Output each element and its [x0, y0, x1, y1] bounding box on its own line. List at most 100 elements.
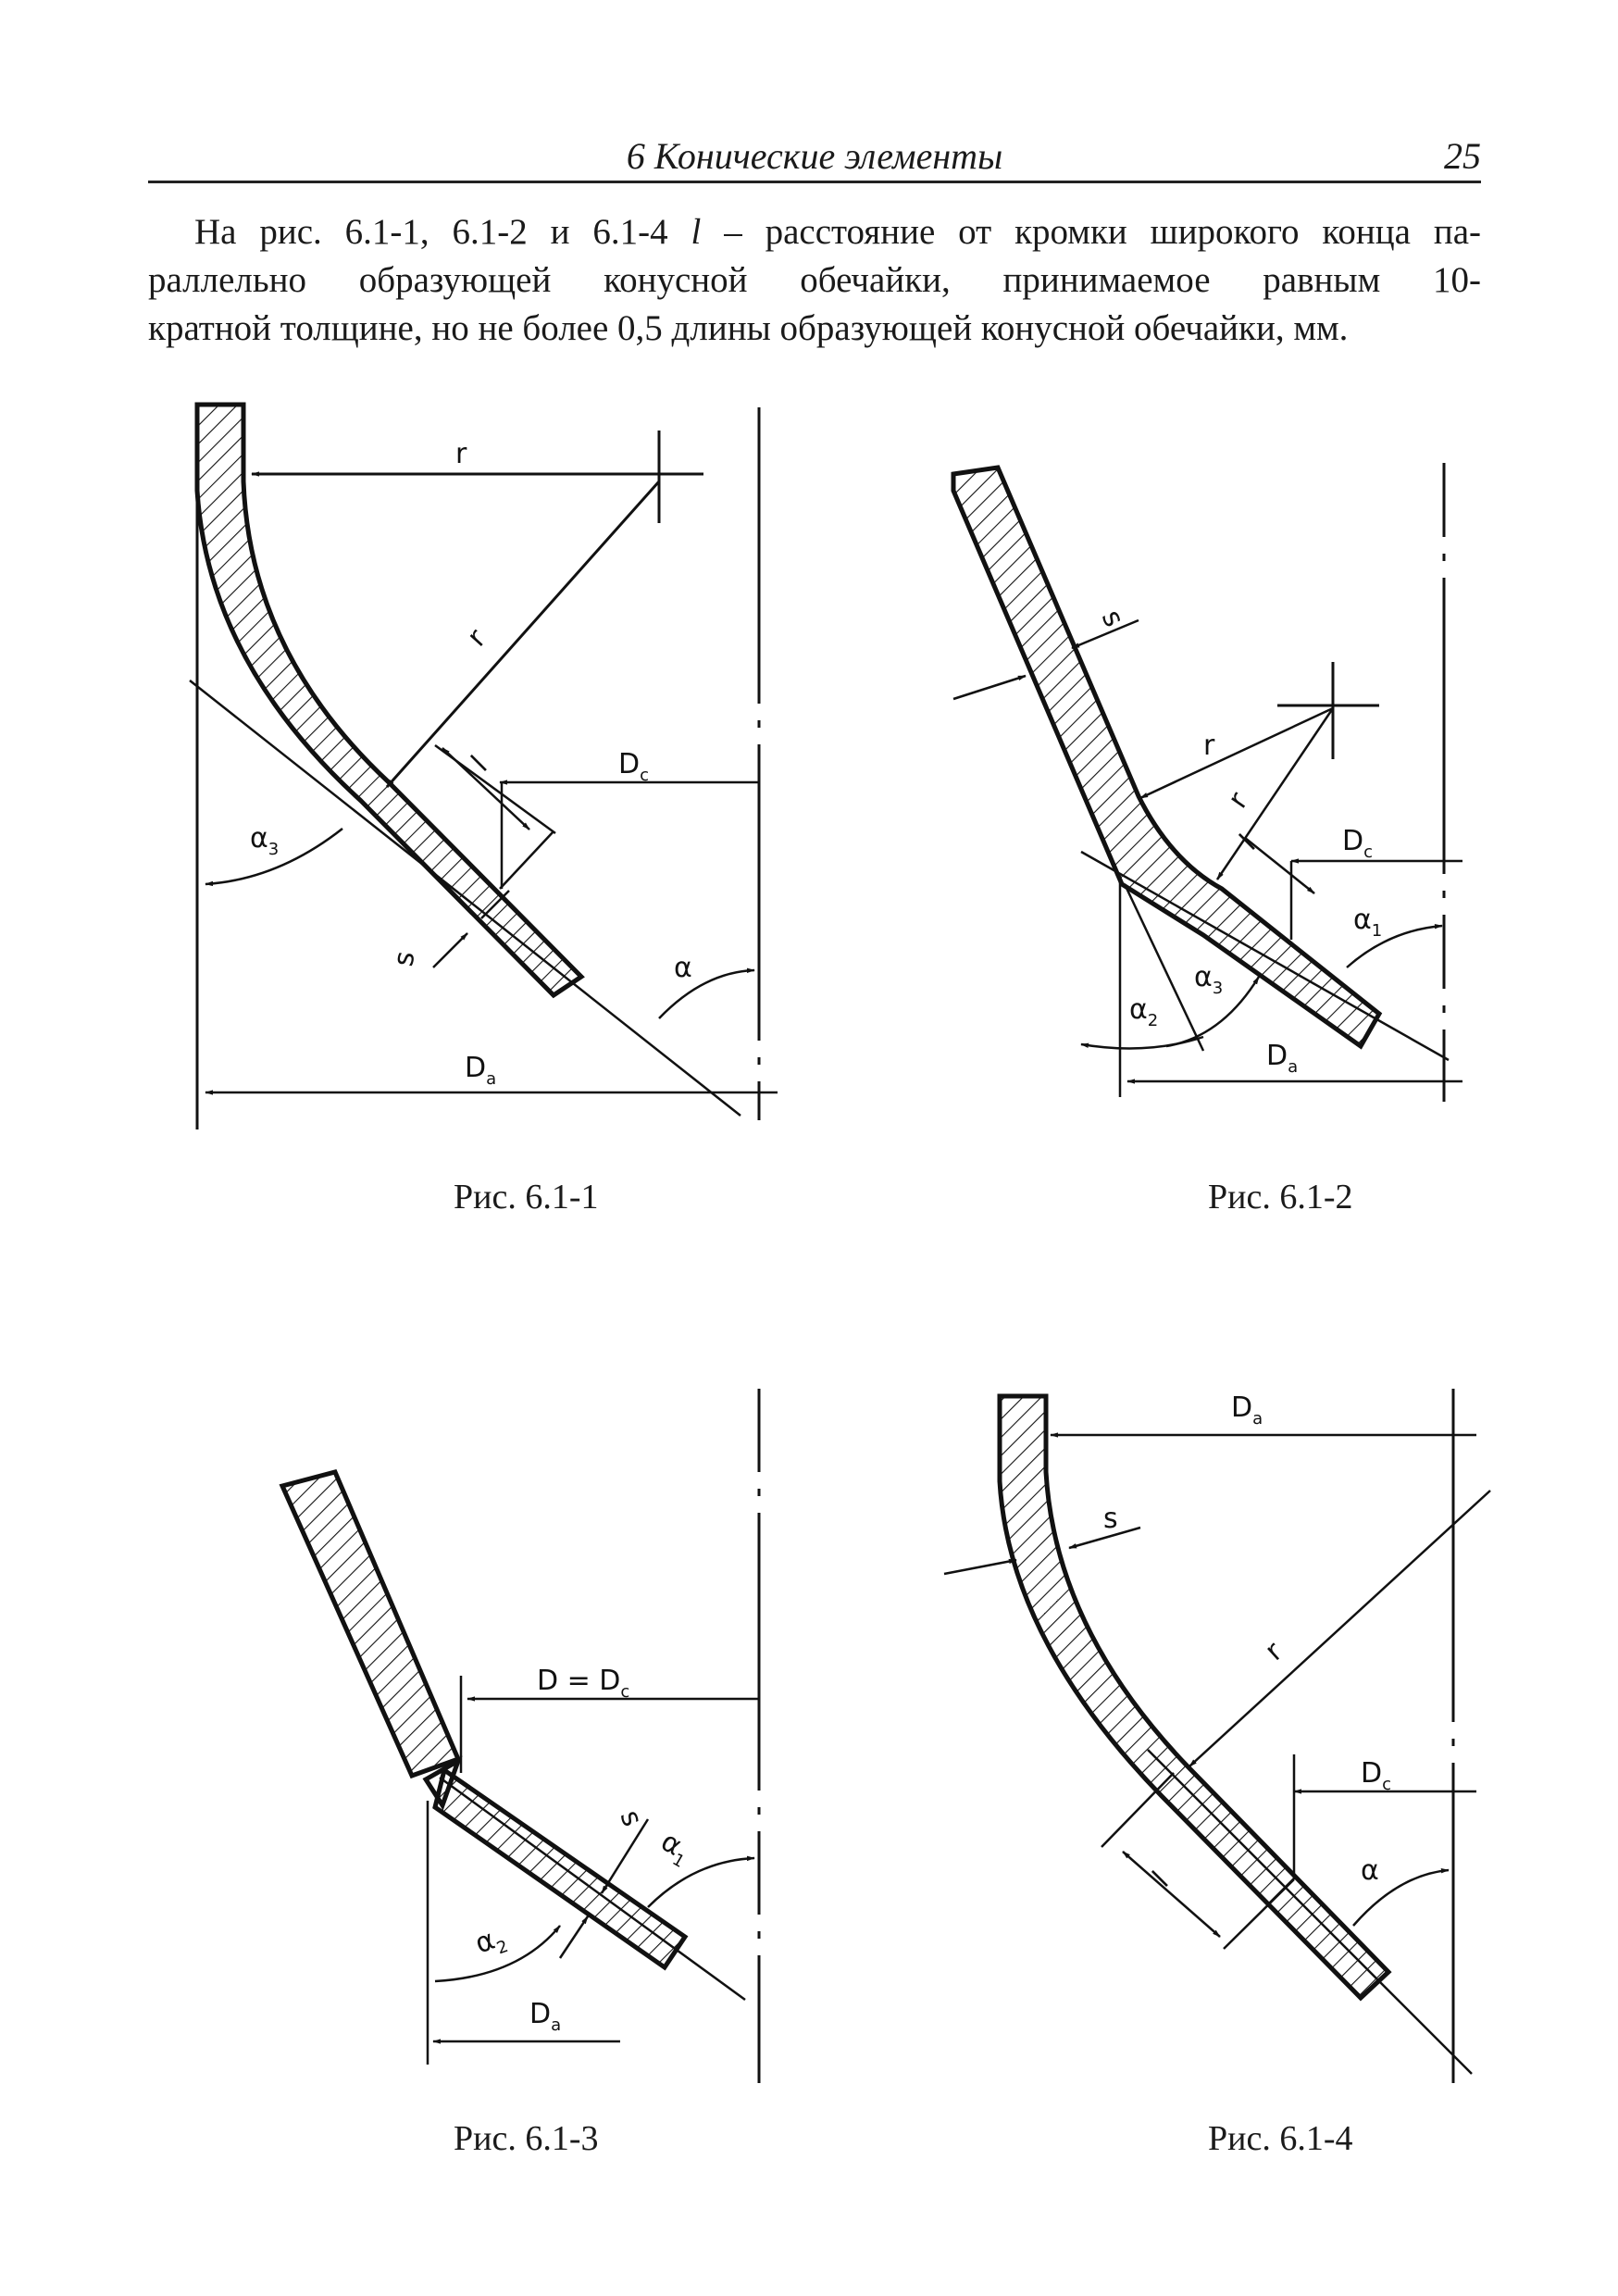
figure-6-1-3: D = Dc s α1 α2 Da Рис. 6.1-3 — [279, 1389, 761, 2158]
label-da-main: D — [1266, 1040, 1288, 1072]
page-number: 25 — [1444, 135, 1481, 177]
dim-r — [1189, 1490, 1491, 1767]
label-dc: Dc — [1361, 1757, 1391, 1794]
label-alpha2-sub: 2 — [494, 1937, 511, 1959]
symbol-l: l — [691, 212, 702, 252]
ext-alpha2 — [1123, 883, 1205, 1052]
label-alpha2: α2 — [1129, 993, 1158, 1030]
label-alpha1: α1 — [653, 1826, 697, 1872]
label-alpha2-sub: 2 — [1148, 1011, 1158, 1030]
label-alpha: α — [674, 952, 692, 984]
paragraph-text: На рис. 6.1-1, 6.1-2 и 6.1-4 — [194, 212, 668, 252]
paragraph-line-2: раллельно образующей конусной обечайки, … — [148, 260, 1481, 300]
label-d-dc-sub: c — [620, 1682, 629, 1702]
label-alpha3-sub: 3 — [1213, 979, 1223, 998]
label-d-dc-main: D = D — [537, 1665, 620, 1697]
label-alpha: α — [1361, 1854, 1379, 1887]
label-da: Da — [1266, 1040, 1298, 1077]
caption: Рис. 6.1-4 — [1208, 2119, 1353, 2158]
label-da-sub: a — [1288, 1057, 1298, 1077]
label-alpha2-main: α — [1129, 993, 1148, 1026]
label-r1: r — [1203, 730, 1215, 762]
dim-r-diag — [385, 480, 661, 788]
label-r-diag: r — [461, 622, 493, 653]
label-r: r — [1259, 1635, 1289, 1667]
label-alpha3-main: α — [1194, 961, 1213, 993]
label-da-main: D — [1231, 1391, 1252, 1424]
dim-s-2 — [1068, 1526, 1141, 1550]
shell-section — [194, 402, 585, 999]
label-dc-main: D — [1342, 825, 1363, 857]
dim-r1 — [1139, 706, 1334, 800]
label-alpha1-sub: 1 — [1372, 921, 1382, 941]
label-l: l — [1147, 1866, 1176, 1894]
dim-s — [432, 932, 468, 968]
angle-alpha1 — [1346, 924, 1443, 968]
section-title: 6 Конические элементы — [626, 135, 1003, 177]
angle-alpha3 — [205, 828, 343, 887]
shell-section — [997, 1393, 1392, 2002]
label-alpha1-main: α — [1353, 904, 1372, 936]
angle-alpha2 — [434, 1925, 561, 1983]
dim-s-2 — [558, 1915, 590, 1959]
paragraph-line-3: кратной толщине, но не более 0,5 длины о… — [148, 308, 1349, 348]
dim-s-2 — [480, 890, 510, 919]
body-paragraph: На рис. 6.1-1, 6.1-2 и 6.1-4 l – расстоя… — [148, 208, 1481, 353]
label-s: s — [387, 949, 421, 968]
dim-r2 — [1215, 707, 1335, 880]
angle-alpha1 — [647, 1855, 755, 1908]
label-dc-sub: c — [640, 766, 649, 785]
label-dc-main: D — [1361, 1757, 1382, 1790]
weld-joint — [422, 1755, 463, 1811]
dim-l — [1122, 1851, 1221, 1938]
dim-l — [442, 747, 530, 830]
paragraph-text: – расстояние от кромки широкого конца па… — [724, 212, 1481, 252]
dim-s-1 — [943, 1558, 1017, 1576]
caption: Рис. 6.1-2 — [1208, 1178, 1353, 1217]
shell-upper-section — [279, 1469, 462, 1779]
label-da: Da — [465, 1052, 496, 1089]
shell-lower-section — [432, 1766, 689, 1971]
label-r2: r — [1222, 786, 1255, 815]
ext-l-1 — [1101, 1772, 1175, 1848]
cone-extension-line — [1080, 850, 1450, 1062]
caption: Рис. 6.1-1 — [454, 1178, 599, 1217]
label-r-top: r — [455, 438, 467, 470]
shell-section — [951, 465, 1383, 1050]
label-alpha3-sub: 3 — [268, 840, 279, 859]
label-alpha3: α3 — [250, 822, 279, 859]
label-da-main: D — [529, 1998, 551, 2030]
label-da: Da — [1231, 1391, 1263, 1429]
page-header: 6 Конические элементы 25 — [148, 134, 1481, 183]
figure-6-1-1: r r l Dc s α3 α Da Рис. 6.1-1 — [189, 402, 778, 1217]
label-alpha3: α3 — [1194, 961, 1223, 998]
label-d-dc: D = Dc — [537, 1665, 629, 1702]
label-da-main: D — [465, 1052, 486, 1084]
cone-extension-line — [439, 1776, 746, 2002]
label-alpha1: α1 — [1353, 904, 1382, 941]
label-dc-sub: c — [1363, 842, 1373, 862]
label-dc-main: D — [618, 748, 640, 780]
ext-l2 — [499, 830, 554, 890]
label-alpha2: α2 — [471, 1920, 511, 1965]
label-dc: Dc — [1342, 825, 1373, 862]
label-s: s — [1095, 605, 1130, 632]
angle-alpha2 — [1080, 1035, 1204, 1050]
angle-alpha — [658, 967, 755, 1019]
cone-extension-line — [1147, 1749, 1473, 2075]
label-alpha3-main: α — [250, 822, 268, 855]
dim-s-1 — [952, 674, 1027, 701]
label-dc: Dc — [618, 748, 649, 785]
label-da-sub: a — [1252, 1409, 1263, 1429]
label-s: s — [1103, 1503, 1118, 1535]
paragraph-line-1: На рис. 6.1-1, 6.1-2 и 6.1-4 l – расстоя… — [148, 208, 1481, 256]
ext-l-2 — [1223, 1878, 1295, 1950]
label-da: Da — [529, 1998, 561, 2035]
dim-l — [1244, 837, 1315, 894]
label-dc-sub: c — [1382, 1775, 1391, 1794]
label-da-sub: a — [551, 2015, 561, 2035]
dim-s-2 — [1071, 618, 1139, 650]
caption: Рис. 6.1-3 — [454, 2119, 599, 2158]
figure-6-1-2: s r r l Dc α1 α3 α2 Da Рис. 6.1-2 — [951, 463, 1462, 1217]
